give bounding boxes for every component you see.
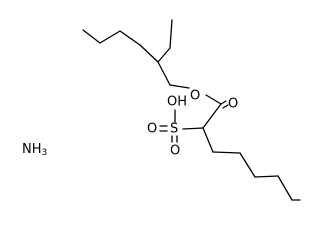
sulfur-label: S	[170, 122, 178, 137]
carbonyl-oxygen-label: O	[228, 97, 238, 112]
bond	[254, 175, 279, 178]
ester-oxygen-label: O	[190, 89, 200, 104]
bond	[277, 175, 293, 201]
ethylhexyl-chain	[82, 19, 190, 89]
sulfonic-acid-group: OH S O O	[147, 95, 204, 159]
bond	[82, 29, 101, 44]
bond	[99, 30, 121, 44]
bond	[205, 94, 222, 105]
bond	[169, 19, 173, 49]
ammonia-label: NH3	[22, 142, 47, 159]
bond	[239, 152, 256, 178]
bond	[202, 127, 214, 153]
hydroxyl-label: OH	[167, 95, 187, 110]
bond	[169, 84, 190, 89]
carbonyl-double-bond	[222, 104, 229, 109]
bond	[139, 44, 159, 63]
hexyl-chain	[202, 127, 301, 201]
bond	[119, 30, 141, 46]
chemical-structure: O O OH S O O NH3	[22, 19, 301, 201]
bond	[157, 61, 171, 86]
carbonyl-double-bond	[220, 100, 227, 105]
ammonia-nitrogen: NH3	[22, 142, 47, 159]
bond	[202, 103, 222, 129]
bond	[157, 47, 171, 63]
bond	[212, 151, 241, 154]
bond	[182, 127, 204, 130]
sulfonyl-oxygen-left-label: O	[147, 122, 157, 137]
sulfonyl-oxygen-bottom-label: O	[170, 144, 180, 159]
ester-group: O O	[190, 89, 238, 129]
